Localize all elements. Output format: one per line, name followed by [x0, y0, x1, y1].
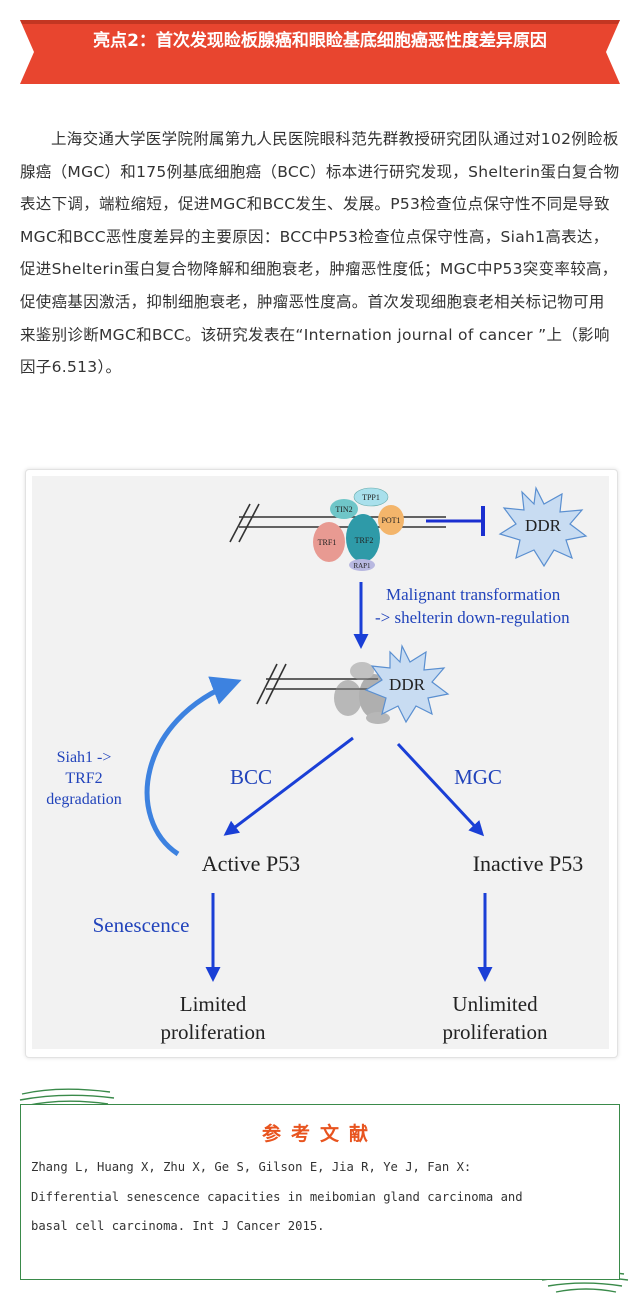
active-p53-label: Active P53	[202, 851, 300, 876]
reference-line: Differential senescence capacities in me…	[31, 1189, 523, 1204]
references-box: 参考文献 Zhang L, Huang X, Zhu X, Ge S, Gils…	[20, 1104, 620, 1280]
figure-card: TIN2 TPP1 TRF1 TRF2 POT1 RAP1 DDR Malign…	[25, 469, 618, 1058]
bcc-label: BCC	[230, 765, 272, 789]
rap1-label: RAP1	[353, 562, 371, 570]
reference-line: basal cell carcinoma. Int J Cancer 2015.	[31, 1219, 325, 1233]
section-banner: 亮点2：首次发现睑板腺癌和眼睑基底细胞癌恶性度差异原因	[20, 16, 620, 88]
article-paragraph: 上海交通大学医学院附属第九人民医院眼科范先群教授研究团队通过对102例睑板腺癌（…	[20, 130, 620, 377]
transformation-label-line2: -> shelterin down-regulation	[375, 608, 570, 627]
unlimited-label-line2: proliferation	[443, 1020, 548, 1044]
trf1-label: TRF1	[318, 538, 337, 547]
ddr-burst-mid: DDR	[364, 643, 450, 724]
limited-label-line2: proliferation	[161, 1020, 266, 1044]
references-title: 参考文献	[261, 1123, 378, 1145]
ddr-label-top: DDR	[525, 516, 562, 535]
inactive-p53-label: Inactive P53	[473, 851, 584, 876]
transformation-label-line1: Malignant transformation	[386, 585, 561, 604]
trf2-label: TRF2	[355, 536, 374, 545]
siah1-feedback-arrow	[144, 676, 242, 857]
limited-label-line1: Limited	[180, 992, 247, 1016]
ddr-label-mid: DDR	[389, 675, 426, 694]
inhibition-symbol	[426, 506, 485, 536]
pot1-protein	[378, 505, 404, 535]
tpp1-protein	[353, 487, 389, 507]
rap1-protein	[349, 559, 375, 571]
reference-citation: Zhang L, Huang X, Zhu X, Ge S, Gilson E,…	[31, 1153, 611, 1242]
tin2-label: TIN2	[335, 505, 352, 514]
banner-title: 亮点2：首次发现睑板腺癌和眼睑基底细胞癌恶性度差异原因	[93, 31, 547, 51]
tin2-protein	[330, 499, 358, 519]
pot1-label: POT1	[381, 516, 400, 525]
reference-line: Zhang L, Huang X, Zhu X, Ge S, Gilson E,…	[31, 1160, 472, 1174]
tpp1-label: TPP1	[362, 493, 380, 502]
senescence-label: Senescence	[93, 913, 190, 937]
shelterin-complex-top: TIN2 TPP1 TRF1 TRF2 POT1 RAP1	[313, 487, 404, 571]
trf1-protein	[313, 522, 345, 562]
siah1-label-line1: Siah1 ->	[57, 749, 112, 766]
mgc-label: MGC	[454, 765, 502, 789]
shelterin-diagram: TIN2 TPP1 TRF1 TRF2 POT1 RAP1 DDR Malign…	[32, 476, 609, 1049]
trf2-protein	[346, 514, 380, 562]
siah1-label-line3: degradation	[46, 791, 122, 808]
mgc-arrow	[396, 742, 485, 837]
bcc-arrow	[223, 736, 354, 836]
ddr-burst-top: DDR	[498, 485, 588, 568]
unlimited-label-line1: Unlimited	[452, 992, 538, 1016]
siah1-label-line2: TRF2	[65, 770, 102, 787]
banner-ribbon-shape	[20, 20, 620, 84]
